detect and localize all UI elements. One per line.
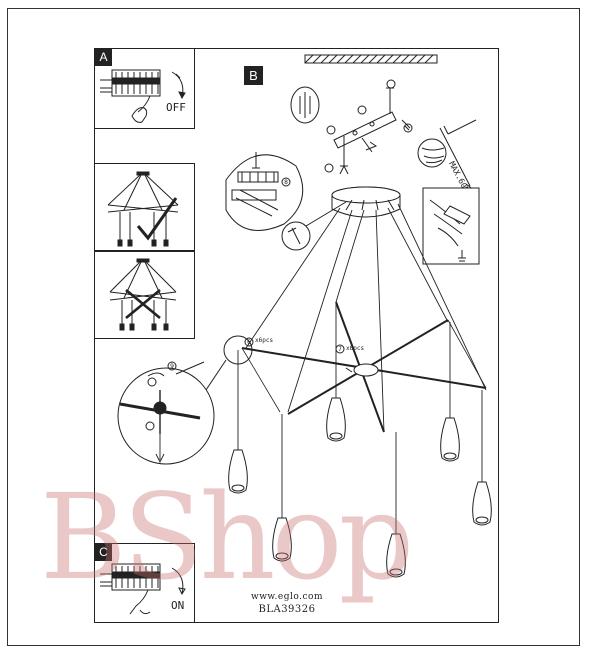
wire-connector-detail	[423, 188, 479, 264]
callout-9-number: 9	[170, 363, 174, 370]
pendant-hanging-wrong-2	[110, 259, 176, 330]
watermark: BShop	[40, 468, 410, 606]
callout-1	[387, 80, 395, 88]
hatched-bar	[305, 55, 437, 63]
pendant-hanging-wrong-1	[108, 172, 178, 246]
terminal-block-a	[100, 70, 160, 112]
callout-8-number: 8	[284, 179, 288, 186]
hand-icon	[132, 108, 147, 123]
wall-plug-detail	[291, 87, 319, 123]
terminal-zoom-detail	[226, 152, 303, 230]
canopy	[332, 187, 400, 217]
clamp-zoom-detail	[118, 360, 226, 464]
power-switch-icon	[172, 72, 185, 98]
callout-6-number: 6	[247, 339, 251, 346]
callout-7-number: 7	[338, 346, 342, 353]
cable-length-detail	[418, 120, 476, 190]
mounting-bracket	[325, 80, 412, 174]
